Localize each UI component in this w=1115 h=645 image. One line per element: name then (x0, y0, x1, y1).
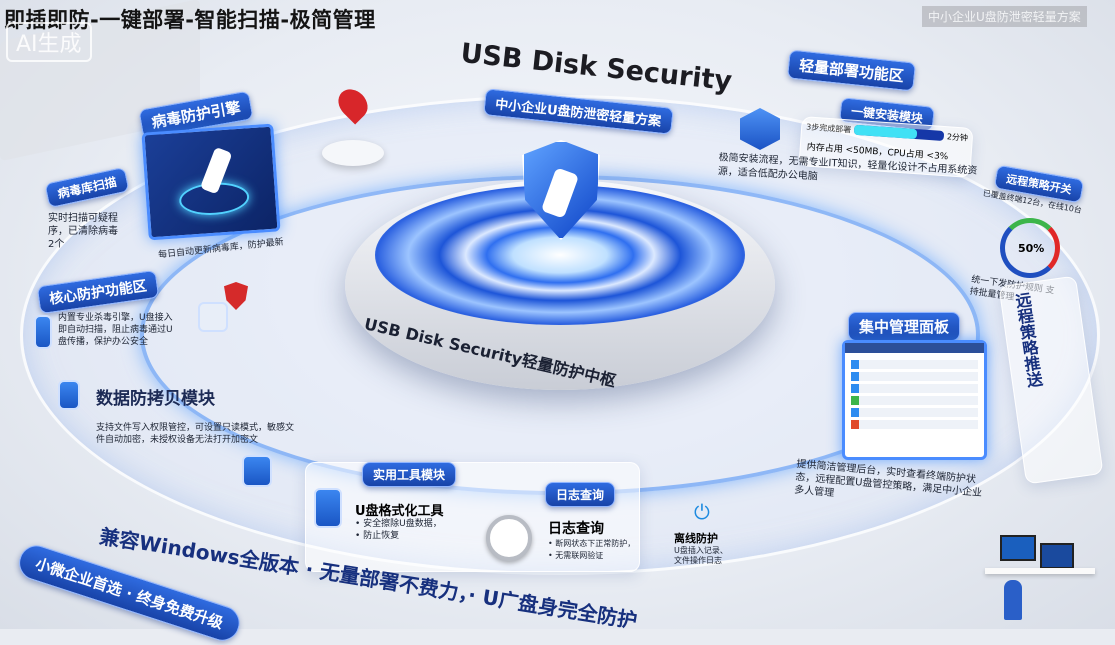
management-title: 集中管理面板 (848, 312, 961, 341)
log-point: 断网状态下正常防护， (555, 539, 636, 548)
format-point: 安全擦除U盘数据， (363, 519, 442, 529)
offline-title: 离线防护 (674, 532, 718, 545)
format-tool-title: U盘格式化工具 (355, 504, 444, 519)
remote-push-title: 远程策略推送 (1011, 290, 1044, 389)
log-point: 无需联网验证 (555, 551, 604, 560)
monitor-icon (1040, 543, 1074, 569)
page-title: 即插即防-一键部署-智能扫描-极简管理 (4, 8, 376, 32)
virus-engine-screen (141, 123, 281, 241)
format-point: 防止恢复 (363, 531, 400, 541)
gauge-value: 50% (1018, 242, 1045, 255)
gauge (1000, 218, 1060, 278)
tools-panel (305, 462, 640, 572)
log-tag: 日志查询 (545, 482, 616, 507)
document-icon (34, 315, 52, 349)
install-time: 2分钟 (946, 132, 969, 143)
log-title: 日志查询 (548, 521, 604, 537)
desk (985, 568, 1095, 574)
device-list (845, 353, 984, 436)
person-figure (1004, 580, 1022, 620)
copy-module-title: 数据防拷贝模块 (96, 389, 215, 409)
package-icon (740, 108, 780, 150)
format-tool-icon (314, 488, 342, 528)
install-progress-fill (853, 124, 918, 140)
clock-icon (486, 515, 532, 561)
copy-module-text: 支持文件写入权限管控，可设置只读模式，敏感文件自动加密，未授权设备无法打开加密文 (96, 423, 295, 445)
offline-text: U盘插入记录、文件操作日志 (674, 546, 728, 565)
pedestal (322, 140, 384, 166)
management-screen (842, 340, 987, 460)
monitor-icon (1000, 535, 1036, 561)
core-protection-text: 内置专业杀毒引擎，U盘接入即自动扫描，阻止病毒通过U盘传播，保护办公安全 (58, 313, 173, 347)
tools-title: 实用工具模块 (362, 462, 457, 487)
lock-cube-icon (242, 455, 272, 487)
virus-scan-text: 实时扫描可疑程序，已清除病毒2个 (48, 213, 118, 250)
install-steps: 3步完成部署 (805, 122, 852, 135)
window-titlebar (845, 343, 984, 353)
log-points: • 断网状态下正常防护， • 无需联网验证 (548, 539, 636, 560)
install-progress-bar (853, 124, 945, 142)
corner-watermark: 中小企业U盘防泄密轻量方案 (922, 6, 1087, 27)
format-tool-points: • 安全擦除U盘数据， • 防止恢复 (355, 519, 442, 541)
power-icon: ⏻ (694, 500, 710, 524)
ai-watermark: AI生成 (6, 22, 92, 62)
server-icon (198, 302, 228, 332)
document-icon (58, 380, 80, 410)
